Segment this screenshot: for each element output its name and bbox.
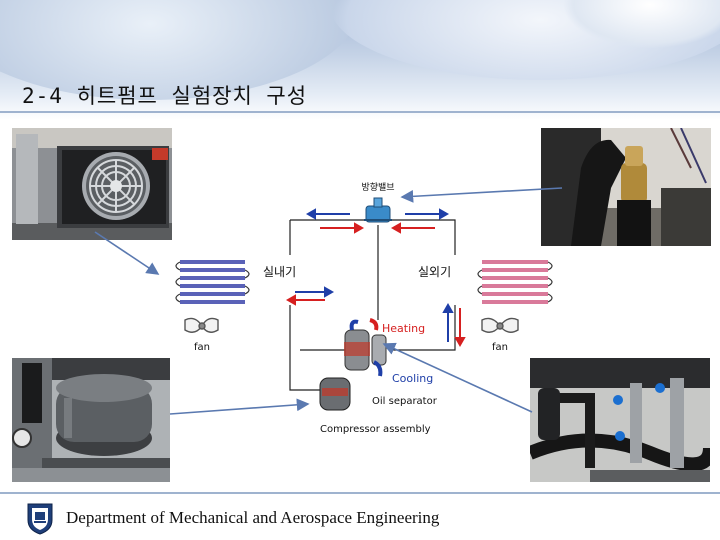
cooling-flow-arrows <box>295 208 454 342</box>
department-name: Department of Mechanical and Aerospace E… <box>66 508 440 527</box>
reversing-valve-icon <box>364 197 392 223</box>
slide-title: 2-4 히트펌프 실험장치 구성 <box>22 84 308 108</box>
outdoor-coil-label: 실외기 <box>418 265 451 279</box>
fan-left-icon <box>184 317 219 333</box>
compressor-label: Compressor assembly <box>320 424 431 435</box>
fan-unit-photo <box>12 128 172 240</box>
fan-right-label: fan <box>492 342 508 353</box>
valve-label: 방향밸브 <box>361 181 394 193</box>
oil-separator-icon <box>344 329 387 371</box>
compressor-photo <box>12 358 170 482</box>
header-banner <box>0 0 720 120</box>
indoor-coil-label: 실내기 <box>263 265 296 279</box>
outdoor-coil-icon <box>477 256 553 306</box>
separator-label: Oil separator <box>372 396 438 407</box>
indoor-coil-icon <box>175 256 250 306</box>
heating-label: Heating <box>382 322 425 335</box>
university-seal-icon <box>22 500 58 536</box>
fan-right-icon <box>481 317 519 333</box>
title-underline <box>0 111 720 113</box>
cooling-label: Cooling <box>392 372 433 385</box>
piping-photo <box>530 358 710 482</box>
compressor-icon <box>319 377 351 411</box>
heat-pump-schematic: 방향밸브 실내기 실외기 fan fan Heating Cooling Oil… <box>160 170 560 440</box>
valve-photo <box>541 128 711 246</box>
fan-left-label: fan <box>194 342 210 353</box>
heating-flow-arrows <box>285 222 466 348</box>
footer-rule <box>0 492 720 494</box>
